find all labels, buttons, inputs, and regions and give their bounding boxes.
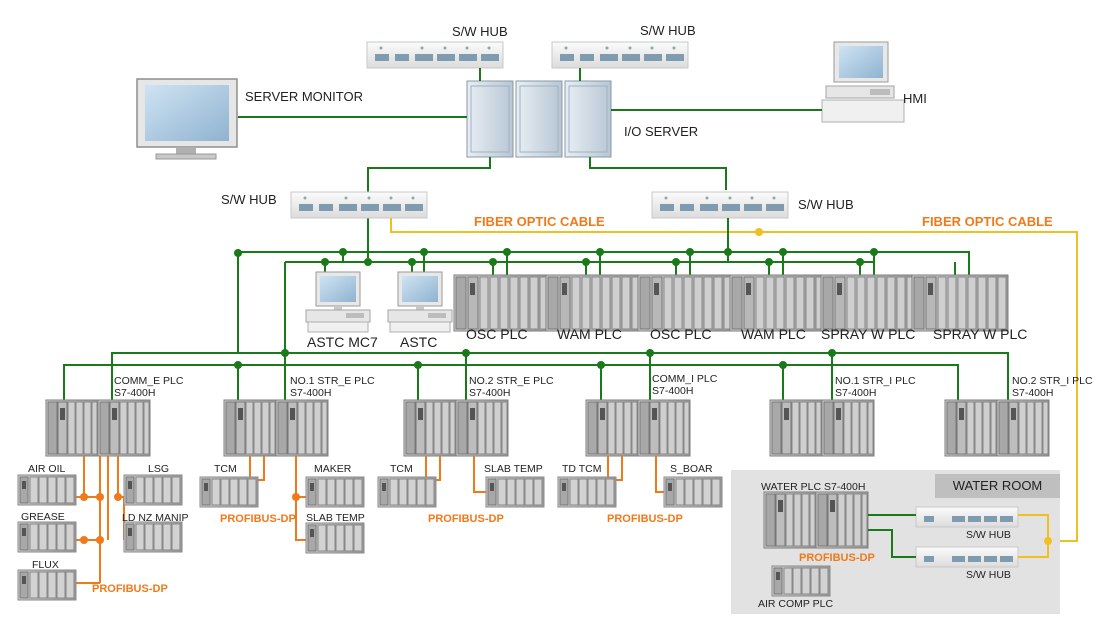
profibus-dp-label-4: PROFIBUS-DP (607, 513, 683, 525)
top-hub-left-label: S/W HUB (452, 24, 508, 39)
wam-plc-2-rack (729, 274, 827, 332)
astc-label: ASTC (400, 334, 438, 350)
water-fiber-junction (1044, 537, 1052, 545)
io-server-icon (466, 80, 612, 158)
io-server-label: I/O SERVER (624, 124, 699, 139)
mid-hub-right (651, 191, 789, 219)
osc-plc-2-rack (637, 274, 735, 332)
air-oil-io-rack (17, 474, 77, 506)
ld-nz-manip-io-rack (123, 521, 183, 553)
comm-i-plc-rack (585, 399, 691, 457)
profibus-links (76, 456, 796, 584)
water-room-title: WATER ROOM (935, 474, 1060, 498)
hmi-computer-icon (821, 41, 905, 123)
no2-str-e-plc-rack (403, 399, 509, 457)
profibus-dp-label-3: PROFIBUS-DP (428, 513, 504, 525)
ld-nz-manip-label: LD NZ MANIP (122, 512, 189, 524)
water-ethernet-links (868, 514, 916, 558)
osc-plc-1-label: OSC PLC (466, 326, 528, 342)
mid-hub-left-label: S/W HUB (221, 192, 277, 207)
water-hub-2-label: S/W HUB (966, 569, 1011, 581)
flux-io-rack (17, 569, 77, 601)
maker-io-rack (305, 476, 365, 508)
lsg-io-rack (123, 474, 183, 506)
mid-hub-left (290, 191, 428, 219)
server-monitor-icon (136, 78, 238, 160)
water-fiber-links (1018, 514, 1049, 558)
astc-mc7-pc-icon (305, 271, 371, 333)
spray-w-plc-2-rack (911, 274, 1009, 332)
s-boar-io-rack (663, 476, 723, 508)
tcm-1-label: TCM (214, 463, 237, 475)
grease-io-rack (17, 521, 77, 553)
water-plc-label: WATER PLC S7-400H (761, 481, 866, 493)
water-plc-rack (763, 491, 869, 549)
wam-plc-1-label: WAM PLC (557, 326, 622, 342)
grease-label: GREASE (21, 511, 65, 523)
slab-temp-1-label: SLAB TEMP (306, 512, 365, 524)
comm-e-plc-rack (45, 399, 151, 457)
tcm-2-label: TCM (390, 463, 413, 475)
ethernet-ring-2 (63, 352, 1009, 400)
tcm-2-io-rack (377, 476, 437, 508)
profibus-nodes (80, 493, 300, 544)
air-comp-plc-label: AIR COMP PLC (758, 598, 834, 610)
top-hub-right (551, 41, 689, 69)
slab-temp-1-io-rack (305, 522, 365, 554)
osc-plc-1-rack (453, 274, 551, 332)
server-monitor-label: SERVER MONITOR (245, 89, 363, 104)
water-hub-2 (915, 546, 1019, 568)
slab-temp-2-io-rack (485, 476, 545, 508)
air-oil-label: AIR OIL (28, 463, 66, 475)
spray-w-plc-1-rack (820, 274, 918, 332)
water-hub-1-label: S/W HUB (966, 529, 1011, 541)
lsg-label: LSG (148, 463, 170, 475)
s-boar-label: S_BOAR (670, 463, 713, 475)
td-tcm-io-rack (557, 476, 617, 508)
top-ethernet-links (238, 68, 822, 258)
fiber-label-right: FIBER OPTIC CABLE (922, 214, 1053, 229)
spray-w-plc-1-label: SPRAY W PLC (821, 326, 916, 342)
ethernet-ring-2-nodes (234, 349, 836, 369)
water-hub-1 (915, 506, 1019, 528)
td-tcm-label: TD TCM (562, 463, 602, 475)
hmi-label: HMI (903, 91, 927, 106)
maker-label: MAKER (314, 463, 352, 475)
slab-temp-2-label: SLAB TEMP (484, 463, 543, 475)
profibus-dp-label-2: PROFIBUS-DP (220, 513, 296, 525)
tcm-1-io-rack (199, 476, 259, 508)
fiber-label-left: FIBER OPTIC CABLE (474, 214, 605, 229)
wam-plc-2-label: WAM PLC (741, 326, 806, 342)
astc-pc-icon (387, 271, 453, 333)
profibus-dp-label-1: PROFIBUS-DP (92, 583, 168, 595)
fiber-optic-cable (390, 218, 1078, 542)
osc-plc-2-label: OSC PLC (650, 326, 712, 342)
spray-w-plc-2-label: SPRAY W PLC (933, 326, 1028, 342)
wam-plc-1-rack (545, 274, 643, 332)
fiber-junction (755, 228, 763, 236)
ethernet-ring-1-nodes (234, 248, 878, 266)
air-comp-plc-rack (771, 565, 831, 597)
top-hub-right-label: S/W HUB (640, 23, 696, 38)
flux-label: FLUX (32, 559, 59, 571)
top-hub-left (366, 41, 504, 69)
astc-mc7-label: ASTC MC7 (307, 334, 378, 350)
no2-str-i-plc-rack (944, 399, 1050, 457)
water-profibus-dp-label: PROFIBUS-DP (799, 552, 875, 564)
mid-hub-right-label: S/W HUB (798, 197, 854, 212)
no1-str-i-plc-rack (769, 399, 875, 457)
no1-str-e-plc-rack (223, 399, 329, 457)
